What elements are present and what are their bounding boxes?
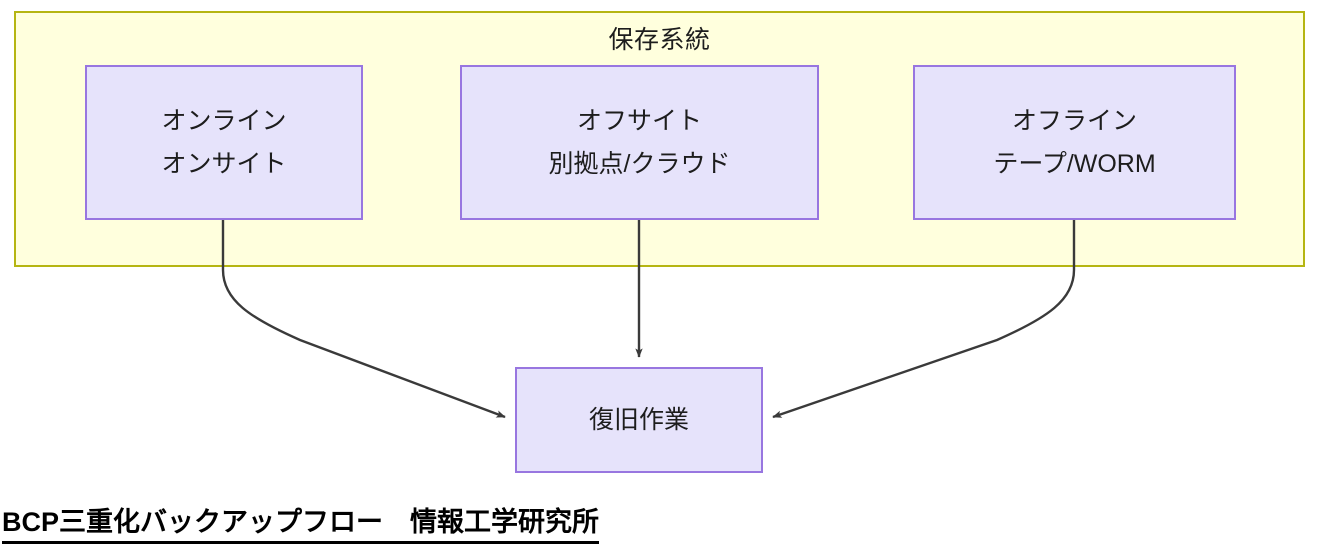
node-offsite-line2: 別拠点/クラウド	[548, 149, 731, 178]
node-offline[interactable]: オフライン テープ/WORM	[913, 65, 1236, 220]
node-offsite-line1: オフサイト	[576, 106, 702, 135]
node-recovery[interactable]: 復旧作業	[515, 367, 763, 473]
node-recovery-line1: 復旧作業	[588, 405, 689, 434]
node-online-line2: オンサイト	[161, 149, 287, 178]
node-offline-line1: オフライン	[1011, 106, 1137, 135]
node-offsite[interactable]: オフサイト 別拠点/クラウド	[460, 65, 819, 220]
node-offline-line2: テープ/WORM	[993, 149, 1156, 178]
node-online-line1: オンライン	[161, 106, 287, 135]
node-online[interactable]: オンライン オンサイト	[85, 65, 363, 220]
diagram-caption: BCP三重化バックアップフロー 情報工学研究所	[2, 505, 600, 544]
group-title: 保存系統	[608, 26, 711, 54]
